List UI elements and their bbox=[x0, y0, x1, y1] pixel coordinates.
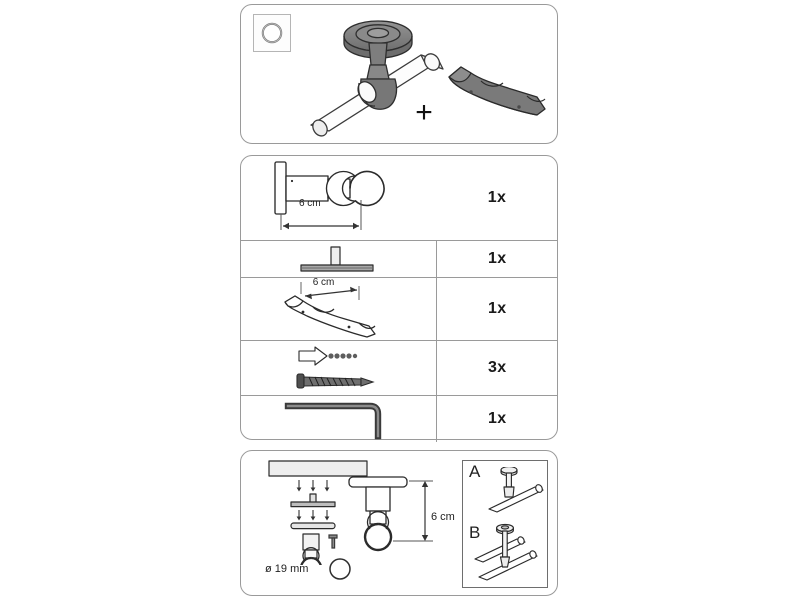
exploded-assembly-icon bbox=[261, 457, 379, 565]
parts-table: 6 cm 1x bbox=[241, 156, 557, 442]
variant-label-b: B bbox=[469, 523, 481, 542]
plus-symbol: + bbox=[415, 96, 433, 129]
part-quantity: 1x bbox=[436, 395, 557, 442]
dimension-label: 6 cm bbox=[431, 511, 455, 523]
double-rod-mount-icon bbox=[471, 523, 547, 587]
part-figure-cell: 6 cm bbox=[241, 156, 437, 241]
ceiling-bracket-icon: 6 cm bbox=[243, 156, 435, 240]
variant-label-a: A bbox=[469, 462, 481, 481]
table-row: 3x bbox=[241, 340, 557, 396]
table-row: 6 cm 1x bbox=[241, 156, 557, 241]
product-overview-panel: + bbox=[240, 4, 558, 144]
double-saddle-bracket-icon bbox=[441, 55, 551, 127]
t-plate-icon bbox=[279, 241, 399, 277]
round-profile-icon bbox=[253, 14, 291, 52]
part-quantity: 3x bbox=[436, 340, 557, 396]
mounting-variants-panel: A B bbox=[462, 460, 548, 588]
part-quantity: 1x bbox=[436, 240, 557, 278]
ceiling-bracket-rod-icon bbox=[299, 13, 474, 139]
rod-diameter-circle-icon bbox=[327, 556, 353, 582]
table-row: 6 cm 1x bbox=[241, 277, 557, 341]
assembled-bracket-icon bbox=[345, 473, 463, 563]
allen-key-icon bbox=[274, 396, 404, 442]
plug-screw-icon bbox=[269, 341, 409, 395]
dimension-label: 6 cm bbox=[298, 198, 321, 209]
mounting-instructions-panel: 6 cm ø 19 mm A bbox=[240, 450, 558, 596]
table-row: 1x bbox=[241, 395, 557, 442]
part-quantity: 1x bbox=[436, 277, 557, 341]
parts-list-panel: 6 cm 1x bbox=[240, 155, 558, 442]
part-figure-cell: 6 cm bbox=[241, 277, 437, 341]
part-figure-cell bbox=[241, 395, 437, 442]
dimension-label: 6 cm bbox=[312, 277, 335, 288]
double-saddle-bracket-icon: 6 cm bbox=[269, 277, 409, 340]
part-figure-cell bbox=[241, 240, 437, 278]
table-row: 1x bbox=[241, 240, 557, 278]
part-quantity: 1x bbox=[487, 189, 507, 206]
part-figure-cell bbox=[241, 340, 437, 396]
diameter-label: ø 19 mm bbox=[265, 563, 309, 575]
single-rod-mount-icon bbox=[485, 467, 547, 519]
